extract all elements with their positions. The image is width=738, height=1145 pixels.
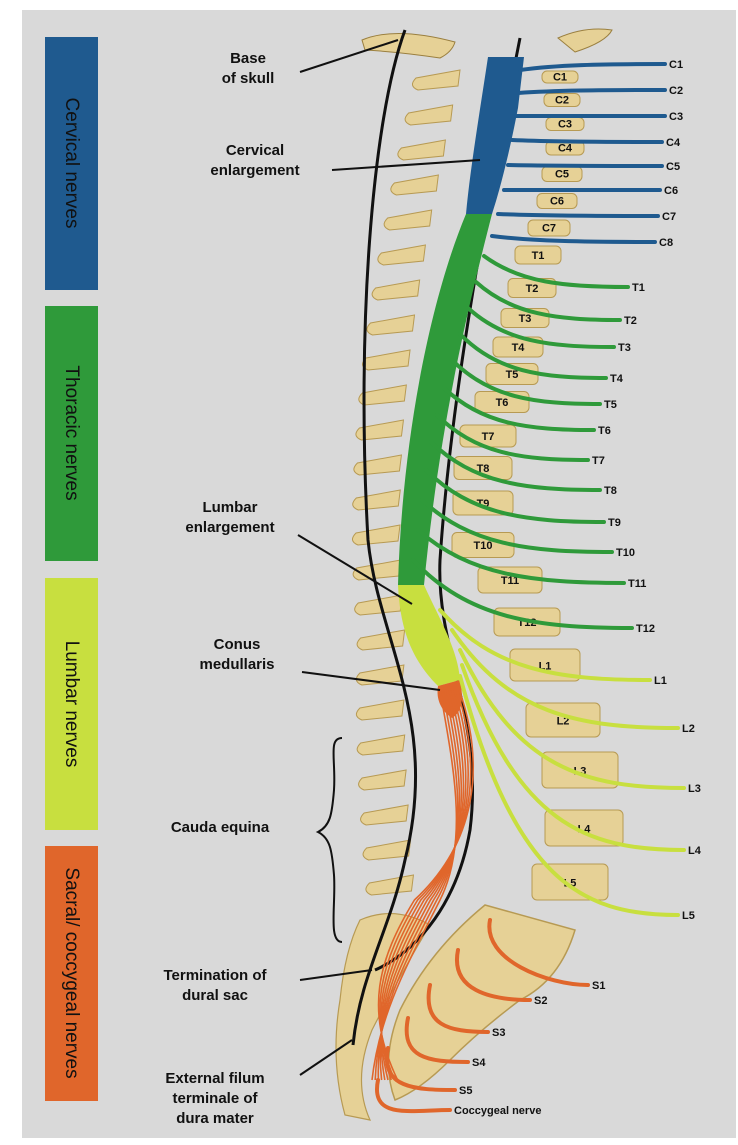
nerve-label-T5: T5	[604, 399, 617, 411]
nerve-label-L4: L4	[688, 845, 702, 857]
vertebra-label-T3: T3	[519, 313, 532, 325]
nerve-label-C6: C6	[664, 185, 678, 197]
nerve-label-C3: C3	[669, 111, 683, 123]
vertebra-label-T5: T5	[506, 369, 519, 381]
nerve-label-T9: T9	[608, 517, 621, 529]
vertebra-T1: T1	[515, 246, 561, 264]
nerve-label-T6: T6	[598, 425, 611, 437]
band-cervical-label: Cervical nerves	[61, 98, 82, 229]
vertebra-label-T1: T1	[532, 250, 545, 262]
vertebra-label-T2: T2	[526, 283, 539, 295]
callout-cauda-equina-line-1: Cauda equina	[171, 819, 270, 836]
nerve-label-C5: C5	[666, 161, 680, 173]
nerve-label-s4: S4	[472, 1057, 486, 1069]
vertebra-label-C5: C5	[555, 168, 569, 180]
vertebra-C6: C6	[537, 194, 577, 209]
callout-filum-line-2: terminale of	[172, 1090, 258, 1107]
nerve-C5	[508, 165, 662, 166]
band-thoracic-label: Thoracic nerves	[61, 365, 82, 500]
band-cervical: Cervical nerves	[45, 37, 98, 290]
callout-cervical-enlargement-line-2: enlargement	[210, 162, 299, 179]
band-thoracic: Thoracic nerves	[45, 306, 98, 561]
vertebra-label-T6: T6	[496, 397, 509, 409]
vertebra-label-C2: C2	[555, 94, 569, 106]
nerve-label-C1: C1	[669, 59, 683, 71]
vertebra-label-T7: T7	[482, 431, 495, 443]
nerve-label-coccygeal-nerve: Coccygeal nerve	[454, 1105, 541, 1117]
callout-termination-line-1: Termination of	[163, 967, 267, 984]
nerve-label-C4: C4	[666, 137, 681, 149]
vertebra-C1: C1	[542, 71, 578, 83]
nerve-label-L3: L3	[688, 783, 701, 795]
nerve-label-s5: S5	[459, 1085, 472, 1097]
vertebra-C5: C5	[542, 167, 582, 182]
band-lumbar: Lumbar nerves	[45, 578, 98, 830]
band-sacral: Sacral/ coccygeal nerves	[45, 846, 98, 1101]
nerve-label-T8: T8	[604, 485, 617, 497]
vertebra-label-C4: C4	[558, 142, 573, 154]
vertebra-T7: T7	[460, 425, 516, 447]
callout-base-of-skull-line-1: Base	[230, 50, 266, 67]
vertebra-C2: C2	[544, 94, 580, 107]
nerve-label-T3: T3	[618, 342, 631, 354]
nerve-C4	[512, 140, 662, 142]
nerve-label-T7: T7	[592, 455, 605, 467]
nerve-C7	[498, 214, 658, 216]
callout-base-of-skull-line-2: of skull	[222, 70, 275, 87]
callout-lumbar-enlargement-line-2: enlargement	[185, 519, 274, 536]
nerve-label-L5: L5	[682, 910, 695, 922]
vertebra-label-T10: T10	[474, 540, 493, 552]
vertebra-C3: C3	[546, 118, 584, 131]
callout-filum-line-1: External filum	[165, 1070, 264, 1087]
callout-termination-line-2: dural sac	[182, 987, 248, 1004]
nerve-label-C2: C2	[669, 85, 683, 97]
nerve-label-s2: S2	[534, 995, 547, 1007]
band-lumbar-label: Lumbar nerves	[61, 641, 82, 768]
nerve-label-L2: L2	[682, 723, 695, 735]
nerve-label-s1: S1	[592, 980, 605, 992]
vertebra-label-C7: C7	[542, 222, 556, 234]
vertebra-T6: T6	[475, 392, 529, 413]
nerve-label-C7: C7	[662, 211, 676, 223]
nerve-label-T12: T12	[636, 623, 655, 635]
vertebra-label-T4: T4	[512, 342, 526, 354]
callout-filum-line-3: dura mater	[176, 1110, 254, 1127]
nerve-label-T11: T11	[628, 578, 646, 590]
nerve-label-T1: T1	[632, 282, 645, 294]
callout-conus-medullaris-line-1: Conus	[214, 636, 261, 653]
nerve-label-T10: T10	[616, 547, 635, 559]
nerve-label-T2: T2	[624, 315, 637, 327]
callout-conus-medullaris-line-2: medullaris	[199, 656, 274, 673]
vertebra-label-C3: C3	[558, 118, 572, 130]
nerve-label-T4: T4	[610, 373, 624, 385]
vertebra-C7: C7	[528, 220, 570, 236]
band-sacral-label: Sacral/ coccygeal nerves	[61, 867, 82, 1078]
nerve-label-L1: L1	[654, 675, 667, 687]
nerve-label-s3: S3	[492, 1027, 505, 1039]
callout-lumbar-enlargement-line-1: Lumbar	[202, 499, 257, 516]
vertebra-L5: L5	[532, 864, 608, 900]
nerve-label-C8: C8	[659, 237, 673, 249]
vertebra-label-C6: C6	[550, 195, 564, 207]
vertebra-label-C1: C1	[553, 71, 567, 83]
callout-cervical-enlargement-line-1: Cervical	[226, 142, 284, 159]
